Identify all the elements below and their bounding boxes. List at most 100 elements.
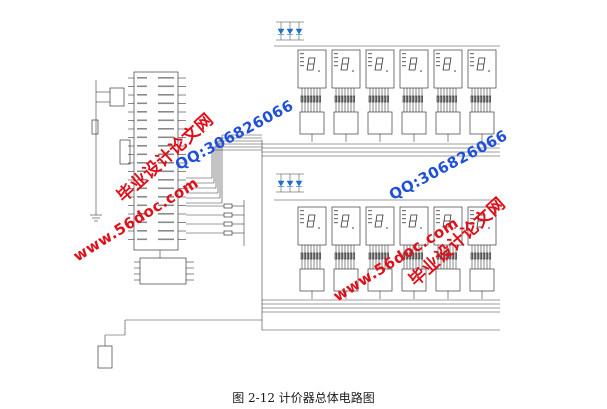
resistor	[420, 95, 423, 103]
driver-block	[469, 111, 495, 135]
resistor	[371, 95, 374, 103]
decimal-point	[352, 227, 354, 229]
pin-label	[470, 210, 474, 212]
resistor	[470, 252, 473, 260]
resistor	[300, 95, 303, 103]
resistor	[334, 95, 337, 103]
driver-block	[299, 268, 325, 292]
seven-segment-digit	[476, 214, 486, 228]
pin-label	[436, 222, 440, 224]
pin-label	[137, 136, 147, 139]
schematic-wiring	[90, 21, 500, 346]
seven-segment-digit	[442, 214, 452, 228]
resistor	[414, 252, 417, 260]
resistor	[448, 252, 451, 260]
resistor	[380, 252, 383, 260]
resistor	[405, 95, 408, 103]
pin-label	[334, 222, 338, 224]
push-button	[223, 221, 233, 227]
pin-label	[402, 61, 406, 63]
pin-label	[137, 179, 147, 181]
pin-label	[300, 57, 304, 59]
resistor	[374, 252, 377, 260]
pin-label	[402, 65, 406, 67]
driver-block	[367, 111, 393, 135]
pin-label	[158, 77, 174, 79]
resistor	[436, 252, 439, 260]
resistor	[476, 95, 479, 103]
resistor	[346, 252, 349, 260]
resistor	[337, 95, 340, 103]
resistor	[402, 252, 405, 260]
resistor	[439, 95, 442, 103]
resistor	[368, 95, 371, 103]
resistor	[318, 252, 321, 260]
pin-label	[470, 218, 474, 220]
resistor	[303, 252, 306, 260]
resistor	[414, 95, 417, 103]
pin-label	[334, 57, 338, 59]
resistor	[312, 252, 315, 260]
resistor	[383, 252, 386, 260]
display-module	[399, 206, 429, 246]
pin-label	[137, 170, 147, 173]
resistor	[343, 95, 346, 103]
pin-label	[137, 111, 147, 113]
pin-label	[402, 222, 406, 224]
pin-label	[137, 196, 147, 198]
capacitor	[91, 119, 99, 135]
resistor	[411, 252, 414, 260]
seven-segment-digit	[374, 214, 384, 228]
decimal-point	[454, 227, 456, 229]
driver-block	[367, 268, 393, 292]
pin-label	[137, 162, 147, 164]
pin-label	[300, 214, 304, 216]
driver-block	[435, 268, 461, 292]
resistor	[436, 95, 439, 103]
decimal-point	[386, 70, 388, 72]
seven-segment-digit	[340, 57, 350, 71]
resistor	[408, 252, 411, 260]
pin-label	[158, 102, 174, 105]
resistor	[352, 95, 355, 103]
resistor	[377, 252, 380, 260]
pin-label	[158, 153, 174, 156]
pin-label	[137, 145, 147, 147]
pin-label	[137, 153, 147, 156]
pin-label	[137, 230, 147, 232]
resistor	[485, 95, 488, 103]
seven-segment-digit	[476, 57, 486, 71]
resistor	[315, 95, 318, 103]
driver-block	[435, 111, 461, 135]
pin-label	[137, 85, 147, 88]
pin-label	[137, 77, 147, 79]
pin-label	[402, 218, 406, 220]
display-module	[365, 206, 395, 246]
seven-segment-digit	[340, 214, 350, 228]
pin-label	[300, 210, 304, 212]
pin-label	[158, 238, 174, 241]
decimal-point	[386, 227, 388, 229]
resistor	[485, 252, 488, 260]
pin-label	[470, 214, 474, 216]
resistor	[383, 95, 386, 103]
resistor	[488, 95, 491, 103]
pin-label	[137, 213, 147, 215]
display-module	[467, 206, 497, 246]
resistor	[451, 95, 454, 103]
pin-label	[334, 65, 338, 67]
pin-label	[158, 213, 174, 215]
driver-block	[401, 111, 427, 135]
schematic-components	[91, 22, 497, 369]
push-button	[223, 203, 233, 209]
pin-label	[158, 128, 174, 130]
pin-label	[300, 65, 304, 67]
diode-symbol	[286, 22, 294, 40]
pin-label	[402, 214, 406, 216]
resistor	[482, 252, 485, 260]
diode-symbol	[277, 174, 285, 192]
pin-label	[300, 222, 304, 224]
resistor	[470, 95, 473, 103]
resistor	[445, 95, 448, 103]
pin-label	[158, 145, 174, 147]
